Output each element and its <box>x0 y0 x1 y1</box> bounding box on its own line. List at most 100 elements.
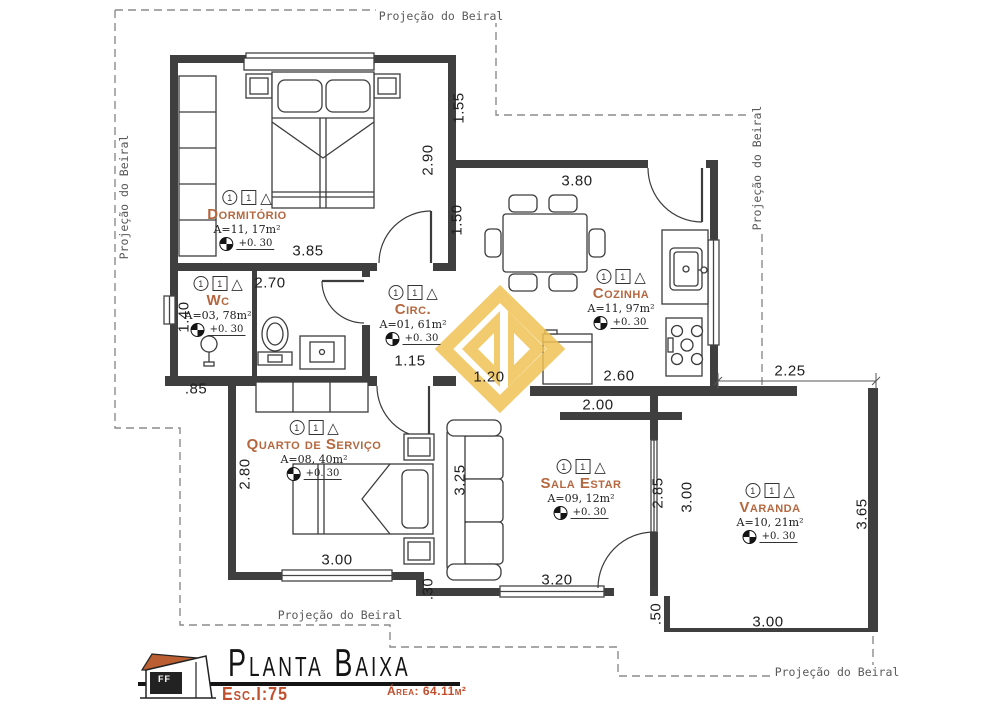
toilet-icon <box>257 316 293 366</box>
level-marker-icon <box>190 323 205 337</box>
plan-scale: Esc.I:75 <box>222 685 288 705</box>
double-bed-icon <box>243 57 401 209</box>
symbol-square: 1 <box>575 459 591 474</box>
dim-dorm-width: 3.85 <box>292 242 324 260</box>
level-value: +0. 30 <box>759 531 798 543</box>
logo-house-icon <box>140 653 216 699</box>
level-marker-icon <box>219 237 234 251</box>
dim-dorm-height: 2.90 <box>419 144 437 176</box>
dim-sala-height: 3.25 <box>451 464 469 496</box>
service-wardrobe-icon <box>255 381 369 413</box>
room-name: Cozinha <box>592 285 650 302</box>
dim-kitchen-pass: 1.20 <box>473 368 505 386</box>
room-name: Circ. <box>394 301 432 318</box>
dim-varanda-bottom: 3.00 <box>752 613 784 631</box>
bathroom-vanity-icon <box>299 335 346 370</box>
dining-table-icon <box>484 194 606 292</box>
symbol-triangle-icon: △ <box>783 482 795 500</box>
dim-kitchen-left: 1.50 <box>448 204 466 236</box>
door-entrada-icon <box>597 531 656 589</box>
plan-total-area: Área: 64.11m² <box>387 684 467 698</box>
dimension-line <box>713 373 881 389</box>
symbol-circle: 1 <box>745 483 761 498</box>
eave-label-top: Projeção do Beiral <box>375 9 507 23</box>
dim-varanda-top: 2.25 <box>774 362 806 380</box>
door-wc-icon <box>321 279 365 324</box>
sofa-icon <box>446 419 504 581</box>
level-marker-icon <box>385 332 400 346</box>
symbol-circle: 1 <box>596 269 612 284</box>
level-marker-icon <box>553 506 568 520</box>
shower-icon <box>200 335 218 367</box>
level-value: +0. 30 <box>207 324 246 336</box>
symbol-circle: 1 <box>193 276 209 291</box>
symbol-square: 1 <box>615 269 631 284</box>
symbol-triangle-icon: △ <box>426 284 438 302</box>
dim-sala-width: 3.20 <box>541 571 573 589</box>
symbol-circle: 1 <box>222 190 238 205</box>
dim-varanda-left: 3.00 <box>678 481 696 513</box>
symbol-square: 1 <box>407 285 423 300</box>
eave-label-bottom: Projeção do Beiral <box>274 608 406 622</box>
room-area: A=09, 12m² <box>547 492 615 505</box>
symbol-square: 1 <box>308 420 324 435</box>
symbol-circle: 1 <box>556 459 572 474</box>
room-name: Wc <box>206 292 230 309</box>
room-area: A=08, 40m² <box>280 453 348 466</box>
window-wc-icon <box>163 295 176 325</box>
plan-title: Planta Baixa <box>228 641 411 685</box>
symbol-circle: 1 <box>289 420 305 435</box>
level-value: +0. 30 <box>303 468 342 480</box>
dim-kitchen-bottom: 2.60 <box>603 367 635 385</box>
symbol-triangle-icon: △ <box>260 189 272 207</box>
room-name: Sala Estar <box>540 475 622 492</box>
eave-label-left: Projeção do Beiral <box>117 131 131 263</box>
level-marker-icon <box>742 530 757 544</box>
dim-glass-height: 2.85 <box>649 477 667 509</box>
dim-kitchen-width: 3.80 <box>561 172 593 190</box>
dim-varanda-step: .50 <box>647 602 665 626</box>
room-area: A=03, 78m² <box>184 309 252 322</box>
single-bed-icon <box>292 433 435 565</box>
symbol-triangle-icon: △ <box>327 419 339 437</box>
window-cozinha-icon <box>707 239 720 346</box>
level-value: +0. 30 <box>570 507 609 519</box>
dim-right-top: 1.55 <box>450 92 468 124</box>
dim-wc-width: 2.70 <box>254 274 286 292</box>
dim-quarto-width: 3.00 <box>321 551 353 569</box>
dim-step-sala: .30 <box>419 577 437 601</box>
eave-projection-outline <box>114 9 874 677</box>
eave-label-bottom-right: Projeção do Beiral <box>771 665 903 679</box>
room-area: A=10, 21m² <box>736 516 804 529</box>
dim-circ-width: 1.15 <box>394 352 426 370</box>
door-cozinha-icon <box>647 167 704 223</box>
logo-text: FF <box>158 674 171 684</box>
symbol-square: 1 <box>212 276 228 291</box>
window-sala-icon <box>499 585 605 598</box>
kitchen-sink-icon <box>661 229 709 305</box>
room-area: A=11, 17m² <box>213 223 281 236</box>
room-area: A=11, 97m² <box>587 302 655 315</box>
watermark-logo <box>434 284 566 414</box>
door-dormitorio-icon <box>378 210 433 264</box>
doors <box>321 167 704 589</box>
dim-step-left: .85 <box>184 380 208 398</box>
room-name: Varanda <box>739 499 801 516</box>
level-value: +0. 30 <box>402 333 441 345</box>
door-quarto-icon <box>376 385 431 439</box>
wardrobe-icon <box>178 75 217 257</box>
symbol-triangle-icon: △ <box>634 268 646 286</box>
room-name: Dormitório <box>207 206 287 223</box>
symbol-square: 1 <box>241 190 257 205</box>
window-quarto-icon <box>281 569 393 582</box>
room-name: Quarto de Serviço <box>246 436 382 453</box>
title-block-graphics <box>138 653 460 699</box>
